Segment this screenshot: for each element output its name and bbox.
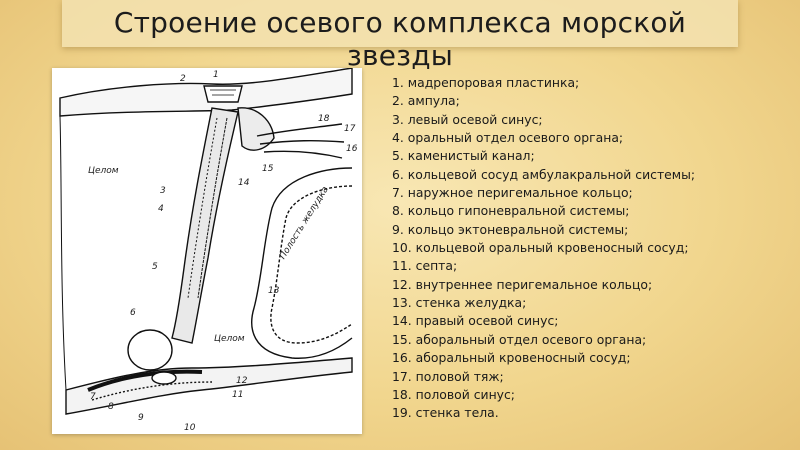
- legend-item: 19. стенка тела.: [392, 404, 792, 422]
- legend-item: 11. септа;: [392, 257, 792, 275]
- diagram-number-16: 16: [346, 144, 357, 154]
- madreporite-plate: [204, 86, 242, 102]
- diagram-number-15: 15: [262, 164, 273, 174]
- diagram-number-3: 3: [160, 186, 166, 196]
- diagram-number-9: 9: [138, 413, 144, 423]
- ring-vessel: [128, 330, 172, 370]
- legend-item: 13. стенка желудка;: [392, 294, 792, 312]
- region-label-coelom-bottom: Целом: [214, 334, 245, 344]
- diagram-number-14: 14: [238, 178, 249, 188]
- legend-item: 12. внутреннее перигемальное кольцо;: [392, 276, 792, 294]
- slide-title: Строение осевого комплекса морской звезд…: [62, 6, 738, 72]
- legend-item: 9. кольцо эктоневральной системы;: [392, 221, 792, 239]
- legend-item: 10. кольцевой оральный кровеносный сосуд…: [392, 239, 792, 257]
- legend-item: 18. половой синус;: [392, 386, 792, 404]
- diagram-number-8: 8: [108, 402, 114, 412]
- legend-item: 15. аборальный отдел осевого органа;: [392, 331, 792, 349]
- diagram-number-4: 4: [158, 204, 164, 214]
- diagram-number-18: 18: [318, 114, 329, 124]
- legend-item: 1. мадрепоровая пластинка;: [392, 74, 792, 92]
- ampulla: [238, 108, 274, 150]
- title-banner: Строение осевого комплекса морской звезд…: [62, 0, 738, 47]
- diagram-drawing: [52, 68, 362, 434]
- diagram-number-5: 5: [152, 262, 158, 272]
- diagram-number-2: 2: [180, 74, 186, 84]
- stomach-wall: [252, 168, 352, 358]
- diagram-number-6: 6: [130, 308, 136, 318]
- legend-item: 14. правый осевой синус;: [392, 312, 792, 330]
- legend-item: 7. наружное перигемальное кольцо;: [392, 184, 792, 202]
- diagram-number-1: 1: [213, 70, 219, 80]
- diagram-number-7: 7: [90, 392, 96, 402]
- diagram-number-11: 11: [232, 390, 243, 400]
- legend-item: 5. каменистый канал;: [392, 147, 792, 165]
- legend-item: 3. левый осевой синус;: [392, 111, 792, 129]
- legend-item: 17. половой тяж;: [392, 368, 792, 386]
- legend-item: 2. ампула;: [392, 92, 792, 110]
- diagram-number-12: 12: [236, 376, 247, 386]
- legend-item: 16. аборальный кровеносный сосуд;: [392, 349, 792, 367]
- diagram-number-10: 10: [184, 423, 195, 433]
- diagram-number-13: 13: [268, 286, 279, 296]
- legend-item: 6. кольцевой сосуд амбулакральной систем…: [392, 166, 792, 184]
- axial-column: [172, 108, 238, 343]
- diagram-number-17: 17: [344, 124, 355, 134]
- legend-item: 8. кольцо гипоневральной системы;: [392, 202, 792, 220]
- legend-item: 4. оральный отдел осевого органа;: [392, 129, 792, 147]
- legend-list: 1. мадрепоровая пластинка; 2. ампула; 3.…: [392, 74, 792, 423]
- region-label-coelom: Целом: [88, 166, 119, 176]
- anatomy-diagram: 1 2 3 4 5 6 7 8 9 10 11 12 13 14 15 16 1…: [52, 68, 362, 434]
